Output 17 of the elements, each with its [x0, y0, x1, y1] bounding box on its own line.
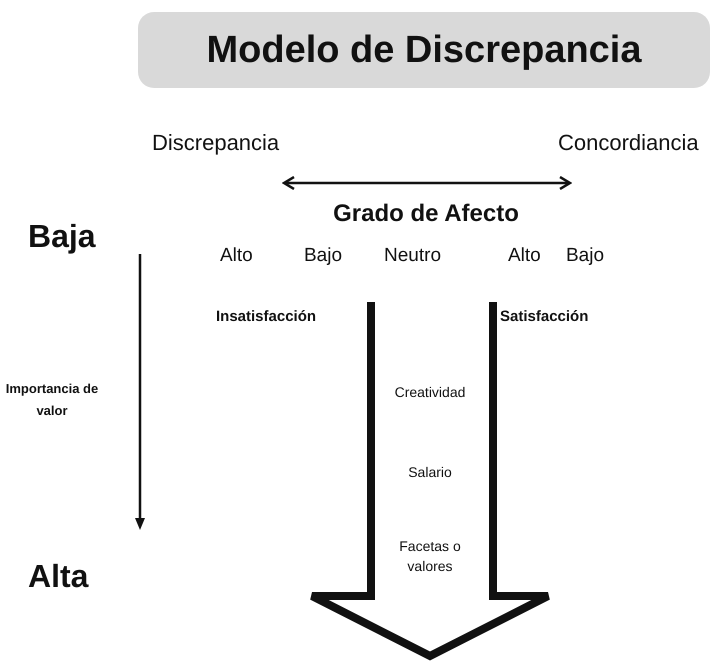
label-text: Baja	[28, 217, 96, 256]
label-text: Discrepancia	[152, 129, 280, 157]
label-text: Bajo	[566, 244, 604, 268]
label-text: Importancia de valor	[4, 380, 100, 420]
label-text: Insatisfacción	[216, 307, 316, 327]
arrow-text: Facetas o valores	[398, 537, 462, 576]
title-banner: Modelo de Discrepancia	[138, 12, 710, 88]
label-text: Bajo	[304, 244, 342, 268]
label-text: Alto	[508, 244, 541, 268]
label-text: Neutro	[384, 244, 442, 268]
label-text: Alto	[220, 244, 253, 268]
label-text: Satisfacción	[500, 307, 588, 327]
label-text: Alta	[28, 557, 88, 596]
label-text: Concordiancia	[558, 129, 699, 157]
label-text: Grado de Afecto	[332, 199, 520, 229]
arrow-text: Salario	[408, 463, 452, 482]
arrow-text: Creatividad	[394, 383, 466, 402]
